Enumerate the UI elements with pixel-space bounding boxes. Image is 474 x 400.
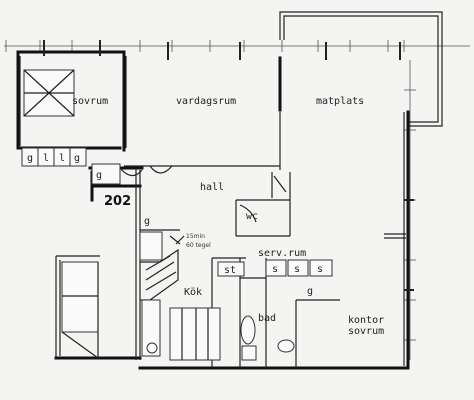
bathroom-fixtures [240,315,295,361]
room-label-kontor: kontor [348,315,384,326]
storage-label-g-hall: g [96,170,102,181]
storage-label-l1: l [43,153,49,164]
room-label-vardagsrum: vardagsrum [176,96,236,107]
room-label-kok: Kök [184,287,202,298]
room-label-kontor-sovrum: sovrum [348,326,384,337]
unit-number-label: 202 [104,194,131,209]
kitchen-note-line2: 60 tegel [186,242,211,249]
storage-label-s1: s [272,264,278,275]
kitchen-fixtures [139,231,221,361]
storage-label-s3: s [317,264,323,275]
wardrobe-sovrum [23,69,75,117]
dimension-lines [4,40,470,360]
room-label-bad: bad [258,313,276,324]
room-label-servrum: serv.rum [258,248,306,259]
balcony-outline [279,11,443,127]
room-label-matplats: matplats [316,96,364,107]
storage-st-box [217,261,245,277]
storage-label-g-bad: g [307,286,313,297]
storage-s-boxes [265,259,333,277]
wall-markers [43,40,414,291]
storage-label-l2: l [59,153,65,164]
left-stair-area [61,261,99,359]
door-swings [119,165,287,245]
room-label-hall: hall [200,182,224,193]
storage-label-s2: s [294,264,300,275]
room-label-wc: wc [246,211,258,222]
storage-row [21,147,121,185]
room-label-sovrum: sovrum [72,96,108,107]
storage-label-st: st [224,265,236,276]
storage-label-g-kitchen: g [144,216,150,227]
kitchen-note-line1: 15min [186,233,205,240]
storage-label-g1: g [27,153,33,164]
storage-label-g2: g [74,153,80,164]
